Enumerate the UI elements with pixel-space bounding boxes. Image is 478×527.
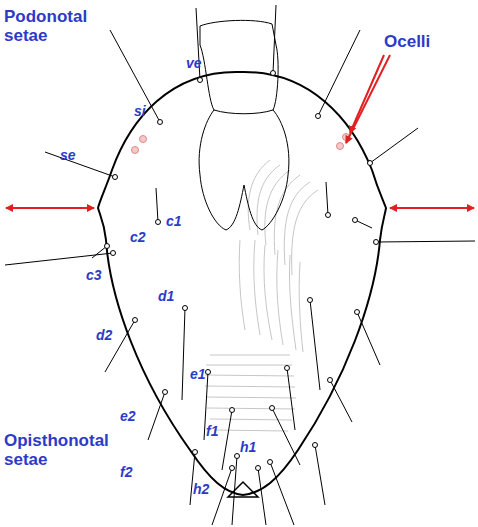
- seta-label: h2: [193, 482, 209, 497]
- setae: [5, 5, 475, 525]
- seta-label: d2: [96, 328, 112, 343]
- seta-label: e2: [120, 409, 136, 424]
- seta-label: ve: [186, 56, 202, 71]
- seta-label: h1: [240, 440, 256, 455]
- seta-label: f2: [120, 465, 132, 480]
- region-label: Podonotal setae: [4, 8, 104, 45]
- seta-label: si: [134, 104, 146, 119]
- seta-label: c2: [130, 230, 146, 245]
- setal-bases: [105, 71, 379, 471]
- body-outline: [98, 72, 386, 495]
- seta-label: c3: [86, 268, 102, 283]
- region-label: Ocelli: [384, 33, 430, 52]
- red-arrows: [6, 55, 474, 208]
- prodorsal-plate: [199, 20, 289, 230]
- seta-label: f1: [206, 424, 218, 439]
- plate-line: [214, 110, 273, 114]
- region-label: Opisthonotal setae: [4, 432, 124, 469]
- anal-notch: [228, 482, 258, 497]
- seta-label: e1: [190, 367, 206, 382]
- ocelli: [132, 134, 350, 154]
- seta-label: d1: [158, 289, 174, 304]
- striations: [205, 160, 318, 431]
- seta-label: se: [60, 148, 76, 163]
- seta-label: c1: [166, 214, 182, 229]
